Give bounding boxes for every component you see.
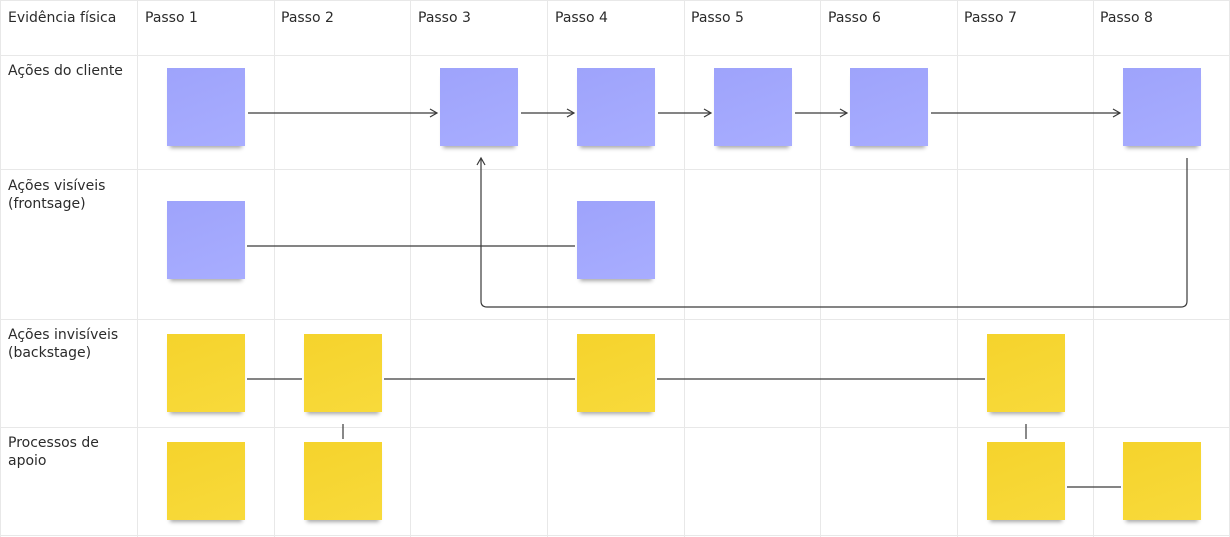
sticky-note-blue[interactable] xyxy=(577,201,655,279)
grid-line xyxy=(0,0,1230,1)
sticky-note-yellow[interactable] xyxy=(304,442,382,520)
grid-line xyxy=(0,55,1230,56)
step-header-6: Passo 6 xyxy=(828,10,881,26)
step-header-7: Passo 7 xyxy=(964,10,1017,26)
row-label-invisible-actions: Ações invisíveis (backstage) xyxy=(8,327,119,361)
corner-label: Evidência física xyxy=(8,10,117,26)
grid-line xyxy=(274,0,275,537)
row-label-visible-actions: Ações visíveis (frontsage) xyxy=(8,178,106,212)
grid-line xyxy=(820,0,821,537)
sticky-note-yellow[interactable] xyxy=(167,442,245,520)
row-label-customer-actions: Ações do cliente xyxy=(8,63,123,79)
sticky-note-blue[interactable] xyxy=(440,68,518,146)
grid-line xyxy=(547,0,548,537)
sticky-note-blue[interactable] xyxy=(167,201,245,279)
step-header-2: Passo 2 xyxy=(281,10,334,26)
grid-line xyxy=(0,427,1230,428)
sticky-note-yellow[interactable] xyxy=(987,442,1065,520)
row-label-support-processes: Processos de apoio xyxy=(8,435,99,469)
grid-line xyxy=(137,0,138,537)
step-header-5: Passo 5 xyxy=(691,10,744,26)
grid-line xyxy=(1093,0,1094,537)
step-header-4: Passo 4 xyxy=(555,10,608,26)
sticky-note-blue[interactable] xyxy=(577,68,655,146)
grid-line xyxy=(0,319,1230,320)
step-header-8: Passo 8 xyxy=(1100,10,1153,26)
step-header-3: Passo 3 xyxy=(418,10,471,26)
sticky-note-yellow[interactable] xyxy=(304,334,382,412)
grid-line xyxy=(410,0,411,537)
grid-line xyxy=(0,535,1230,536)
grid-line xyxy=(0,169,1230,170)
grid-line xyxy=(0,0,1,537)
connector-arrow[interactable] xyxy=(476,156,1188,308)
sticky-note-blue[interactable] xyxy=(850,68,928,146)
grid-line xyxy=(957,0,958,537)
sticky-note-yellow[interactable] xyxy=(1123,442,1201,520)
step-header-1: Passo 1 xyxy=(145,10,198,26)
sticky-note-yellow[interactable] xyxy=(167,334,245,412)
sticky-note-blue[interactable] xyxy=(167,68,245,146)
sticky-note-yellow[interactable] xyxy=(577,334,655,412)
sticky-note-blue[interactable] xyxy=(1123,68,1201,146)
grid-line xyxy=(684,0,685,537)
sticky-note-yellow[interactable] xyxy=(987,334,1065,412)
sticky-note-blue[interactable] xyxy=(714,68,792,146)
